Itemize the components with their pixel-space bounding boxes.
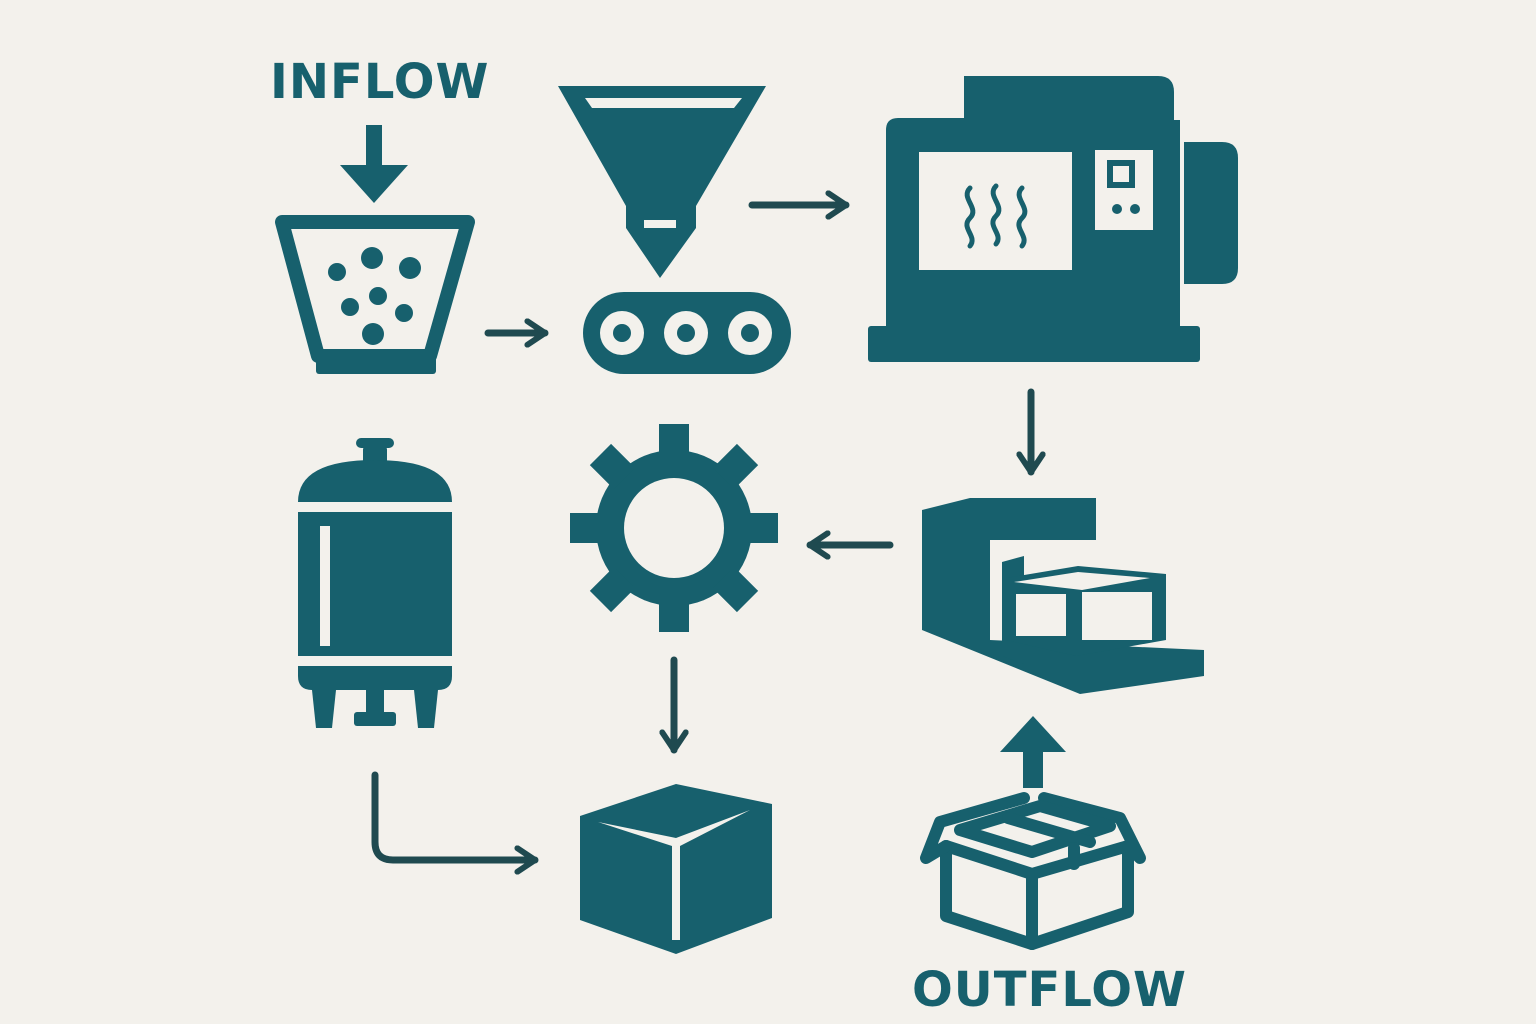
- hopper-icon: [275, 215, 475, 374]
- gear-icon: [570, 424, 778, 632]
- oven-icon: [868, 76, 1238, 362]
- open-box-icon: [920, 792, 1146, 950]
- inflow-label: INFLOW: [270, 54, 490, 110]
- outflow-label: OUTFLOW: [912, 962, 1187, 1018]
- inflow-arrow: [340, 125, 408, 203]
- tank-icon: [298, 438, 452, 728]
- conveyor-icon: [583, 292, 791, 374]
- funnel-icon: [558, 86, 766, 278]
- packaging-machine-icon: [922, 498, 1204, 694]
- arrow-tank-to-cube: [371, 771, 539, 875]
- cube-icon: [580, 784, 772, 954]
- outflow-up-arrow: [1000, 716, 1066, 788]
